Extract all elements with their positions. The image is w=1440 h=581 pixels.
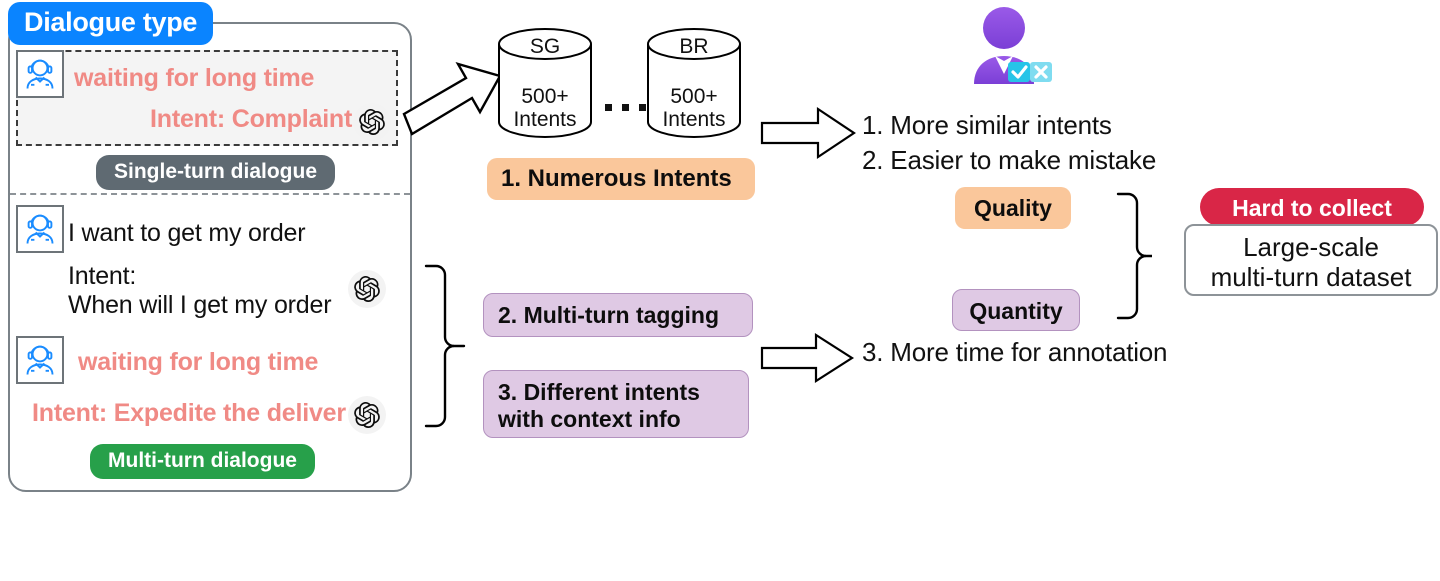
panel-divider <box>10 193 410 195</box>
quantity-badge: Quantity <box>952 289 1080 331</box>
outcome-more-similar-intents: 1. More similar intents <box>862 110 1112 140</box>
single-turn-dialogue-box <box>16 50 398 146</box>
single-turn-dialogue-label: Single-turn dialogue <box>96 155 335 190</box>
database-cylinder-sg <box>498 28 592 138</box>
dataset-line-2: multi-turn dataset <box>1210 262 1412 293</box>
challenge-multi-turn-tagging: 2. Multi-turn tagging <box>483 293 753 337</box>
left-curly-brace <box>424 264 466 428</box>
chatgpt-icon <box>348 396 386 434</box>
multi-turn-message-3: waiting for long time <box>78 348 319 376</box>
different-intents-line-2: with context info <box>498 406 681 433</box>
database-name-br: BR <box>679 35 709 58</box>
multi-turn-message-4: Intent: Expedite the deliver <box>32 399 346 427</box>
database-ellipsis <box>600 98 651 116</box>
single-turn-message-1: waiting for long time <box>74 64 315 92</box>
large-scale-dataset-box: Large-scale multi-turn dataset <box>1184 224 1438 296</box>
different-intents-line-1: 3. Different intents <box>498 379 700 405</box>
multi-turn-message-1: I want to get my order <box>68 219 306 247</box>
chatgpt-icon <box>348 270 386 308</box>
agent-headset-icon <box>16 50 64 98</box>
challenge-numerous-intents: 1. Numerous Intents <box>487 158 755 200</box>
annotator-avatar-icon <box>974 7 1052 84</box>
dataset-line-1: Large-scale <box>1243 232 1379 262</box>
database-count-br: 500+ <box>670 85 718 108</box>
agent-headset-icon <box>16 205 64 253</box>
multi-turn-message-2-line1: Intent: <box>68 262 137 290</box>
arrow-panel-to-databases <box>402 62 502 136</box>
database-unit-sg: Intents <box>513 108 577 131</box>
database-cylinder-br <box>647 28 741 138</box>
outcome-easier-to-make-mistake: 2. Easier to make mistake <box>862 145 1157 175</box>
quality-badge: Quality <box>955 187 1071 229</box>
dialogue-type-title-badge: Dialogue type <box>8 2 214 45</box>
arrow-databases-to-outcomes <box>760 106 856 160</box>
challenge-different-intents: 3. Different intents with context info <box>483 370 749 438</box>
arrow-challenges-to-outcome <box>760 332 855 384</box>
single-turn-message-2: Intent: Complaint <box>150 105 353 133</box>
database-count-sg: 500+ <box>521 85 569 108</box>
chatgpt-icon <box>353 103 391 141</box>
multi-turn-dialogue-label: Multi-turn dialogue <box>90 444 315 479</box>
check-icon <box>1008 62 1030 82</box>
outcome-more-time-for-annotation: 3. More time for annotation <box>862 337 1168 367</box>
database-unit-br: Intents <box>662 108 726 131</box>
multi-turn-message-2-line2: When will I get my order <box>68 291 332 319</box>
database-name-sg: SG <box>529 35 561 58</box>
hard-to-collect-badge: Hard to collect <box>1200 188 1424 226</box>
agent-headset-icon <box>16 336 64 384</box>
right-curly-brace <box>1116 192 1152 320</box>
